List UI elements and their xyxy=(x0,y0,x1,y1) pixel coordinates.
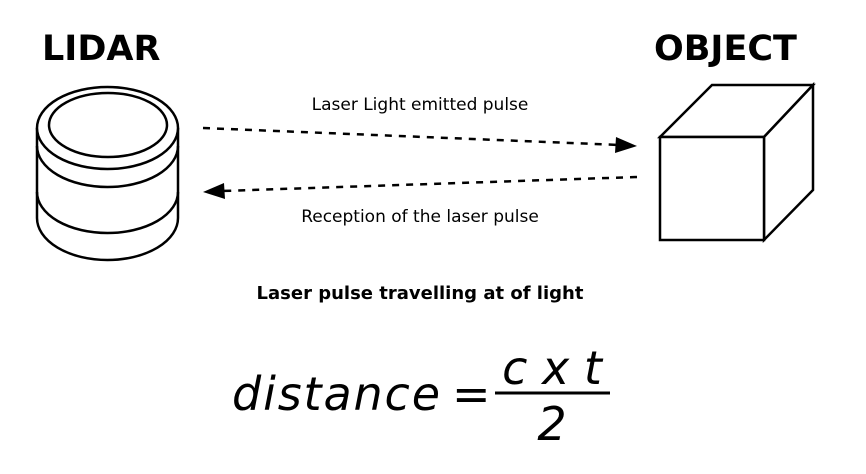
formula-numerator: c x t xyxy=(502,341,604,395)
lidar-title: LIDAR xyxy=(42,29,160,69)
emitted-pulse-label: Laser Light emitted pulse xyxy=(312,95,529,115)
caption: Laser pulse travelling at of light xyxy=(257,283,584,304)
formula-equals: = xyxy=(452,367,491,421)
reception-pulse-arrow xyxy=(203,175,638,199)
object-cube-icon xyxy=(656,81,816,244)
lidar-device-icon xyxy=(35,85,180,262)
formula-lhs: distance xyxy=(232,367,440,421)
formula-denominator: 2 xyxy=(537,397,566,451)
emitted-pulse-arrow xyxy=(202,126,637,153)
reception-pulse-label: Reception of the laser pulse xyxy=(301,207,539,227)
distance-formula: distance = c x t 2 xyxy=(232,341,610,451)
object-title: OBJECT xyxy=(654,29,797,69)
